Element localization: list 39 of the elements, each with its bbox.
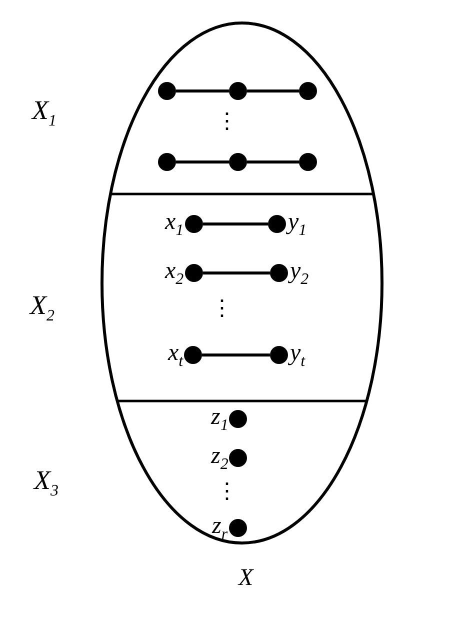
vertex-label: x$_{2}$ (165, 258, 184, 290)
part-label: X$_{2}$ (30, 292, 54, 326)
vertex-label: x$_{t}$ (168, 340, 184, 372)
vertex-dot (229, 449, 247, 467)
vertex-dot (299, 153, 317, 171)
vertex-label: x$_{1}$ (165, 209, 184, 241)
vertex-dot (229, 410, 247, 428)
vertex-dot (158, 82, 176, 100)
part-label: X$_{3}$ (34, 467, 58, 502)
edge-line (203, 272, 270, 274)
vertex-dot (158, 153, 176, 171)
vertical-ellipsis: ⋮ (211, 295, 233, 321)
edge-line (176, 90, 229, 92)
vertex-label: z$_{1}$ (211, 404, 228, 436)
vertex-label: z$_{2}$ (211, 443, 228, 475)
vertex-dot (229, 82, 247, 100)
vertex-dot (184, 346, 202, 364)
vertex-dot (268, 215, 286, 233)
edge-line (203, 222, 268, 226)
vertex-label: z$_{r}$ (212, 513, 228, 545)
part-label: X$_{1}$ (32, 97, 56, 132)
vertex-dot (229, 153, 247, 171)
edge-line (176, 160, 229, 164)
vertex-dot (299, 82, 317, 100)
vertex-dot (185, 264, 203, 282)
vertex-dot (270, 264, 288, 282)
vertex-dot (185, 215, 203, 233)
vertex-dot (229, 519, 247, 537)
vertex-label: y$_{1}$ (288, 209, 307, 241)
edge-line (247, 90, 299, 92)
edge-line (202, 354, 270, 356)
edge-line (247, 160, 299, 164)
vertex-label: y$_{t}$ (290, 340, 306, 372)
vertical-ellipsis: ⋮ (216, 478, 238, 504)
vertex-label: y$_{2}$ (290, 258, 309, 290)
vertical-ellipsis: ⋮ (216, 108, 238, 134)
vertex-dot (270, 346, 288, 364)
set-label: X (238, 565, 254, 591)
ellipse-set (100, 21, 384, 545)
